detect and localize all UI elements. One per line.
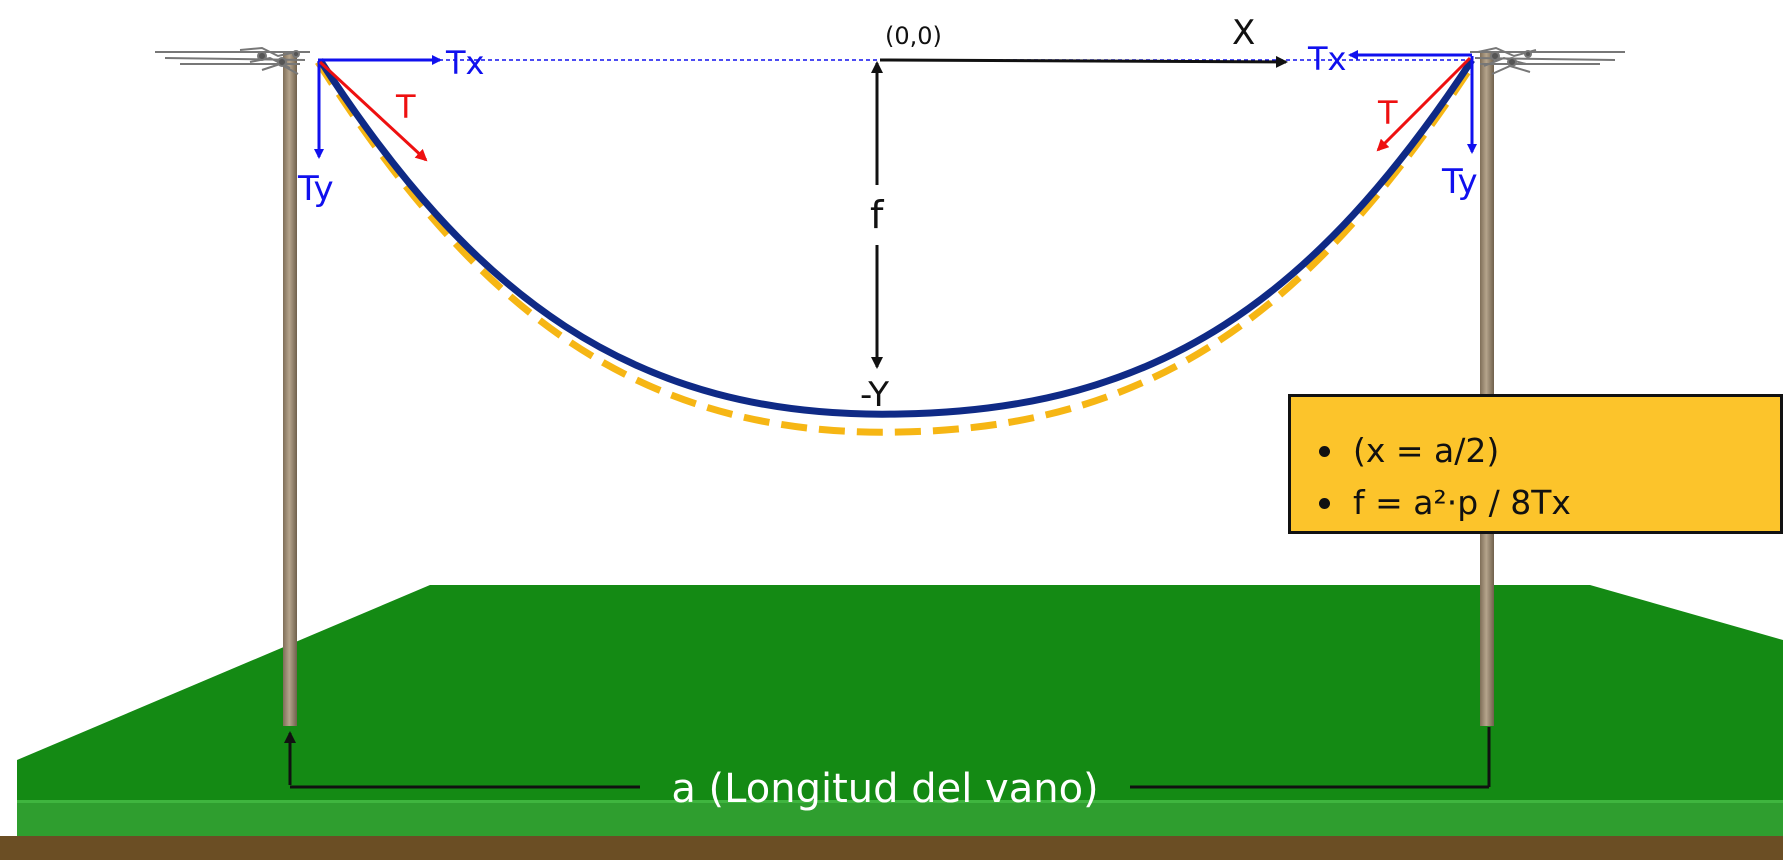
left-tx-label: Tx [445,44,484,82]
right-ty-label: Ty [1441,162,1478,202]
x-axis-arrow [879,55,1288,68]
span-label: a (Longitud del vano) [671,766,1098,812]
right-insulator-crossarm [1470,46,1625,75]
cable [317,58,1475,418]
formula-list: (x = a/2) f = a²·p / 8Tx [1291,397,1780,529]
left-pole [155,46,310,726]
left-insulator-crossarm [155,46,310,75]
soil-strip [0,836,1783,860]
right-t-arrow [1376,56,1472,152]
origin-label: (0,0) [885,22,942,50]
left-t-arrow [318,60,428,162]
right-pole [1470,46,1625,726]
right-tx-label: Tx [1307,40,1346,78]
right-t-label: T [1377,94,1398,132]
ground-front-highlight [17,800,1783,803]
ground-plane [17,585,1783,800]
left-t-label: T [395,88,416,126]
ground-front-strip [17,800,1783,836]
cable-dashed-yellow [315,60,1476,436]
x-axis-label: X [1232,13,1255,53]
formula-box: (x = a/2) f = a²·p / 8Tx [1288,394,1783,534]
y-axis-label: -Y [860,375,889,415]
formula-item: f = a²·p / 8Tx [1319,477,1780,529]
sag-label: f [870,193,885,237]
left-ty-label: Ty [297,169,334,209]
formula-item: (x = a/2) [1319,425,1780,477]
